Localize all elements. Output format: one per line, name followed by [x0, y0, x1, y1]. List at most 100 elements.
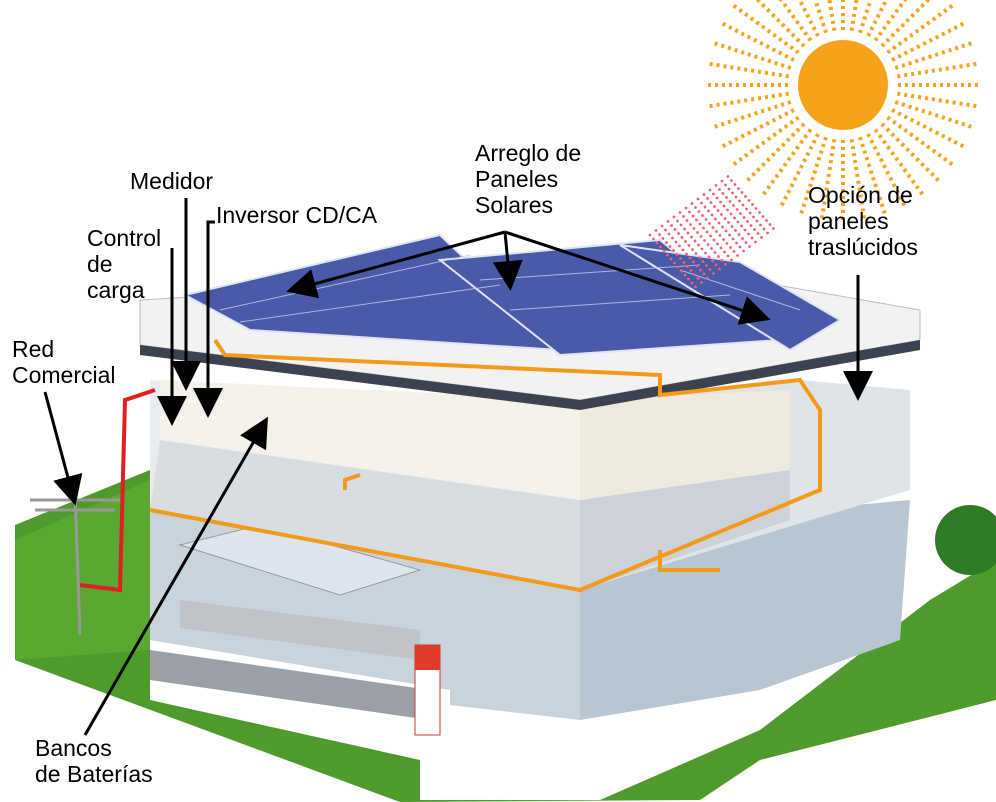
translucent-dot — [726, 254, 730, 258]
translucent-dot — [673, 228, 677, 231]
translucent-dot — [727, 221, 730, 224]
translucent-dot — [753, 228, 756, 231]
label-battery-banks: Bancos de Baterías — [35, 735, 153, 787]
arrow-grid — [43, 391, 83, 506]
sun-ray — [894, 100, 973, 129]
translucent-dot — [745, 207, 748, 211]
translucent-dot — [713, 251, 717, 254]
translucent-dot — [716, 242, 719, 246]
translucent-dot — [714, 184, 718, 187]
translucent-dot — [697, 243, 700, 247]
translucent-dot — [754, 240, 757, 244]
translucent-dot — [720, 179, 724, 183]
translucent-dot — [725, 196, 728, 199]
translucent-dot — [706, 197, 709, 200]
translucent-dot — [702, 272, 706, 276]
translucent-dot — [738, 199, 741, 203]
translucent-dot — [722, 238, 725, 241]
translucent-dot — [694, 285, 697, 289]
translucent-dot — [728, 200, 732, 203]
translucent-dot — [684, 206, 688, 210]
translucent-dot — [710, 247, 713, 250]
translucent-dot — [688, 256, 692, 260]
translucent-dot — [724, 229, 728, 233]
translucent-dot — [655, 241, 659, 245]
translucent-dot — [690, 235, 693, 239]
translucent-dot — [755, 219, 759, 223]
translucent-dot — [758, 211, 761, 214]
translucent-dot — [750, 236, 754, 240]
translucent-dot — [718, 188, 721, 191]
translucent-dot — [682, 215, 685, 218]
translucent-dot — [701, 214, 704, 217]
translucent-dot — [696, 277, 700, 280]
translucent-dot — [738, 245, 742, 249]
translucent-dot — [741, 237, 744, 240]
translucent-dot — [730, 225, 734, 228]
translucent-dot — [686, 265, 689, 268]
translucent-dot — [746, 220, 749, 223]
translucent-dot — [676, 219, 679, 223]
translucent-dot — [713, 205, 716, 208]
translucent-dot — [736, 254, 739, 257]
translucent-dot — [732, 204, 735, 207]
translucent-dot — [670, 224, 673, 227]
translucent-dot — [768, 223, 772, 226]
sun-ray — [746, 122, 806, 182]
translucent-dot — [726, 208, 729, 212]
translucent-dot — [748, 211, 752, 215]
sun-ray — [778, 0, 813, 42]
sun-ray — [721, 21, 795, 62]
sun-ray — [849, 0, 859, 31]
arrow-solar-1 — [286, 230, 506, 299]
translucent-dot — [711, 226, 715, 229]
translucent-dot — [693, 239, 697, 243]
translucent-dot — [700, 281, 703, 284]
translucent-dot — [761, 215, 765, 218]
translucent-dot — [723, 250, 726, 254]
entrance-steps — [150, 650, 430, 720]
translucent-dot — [734, 229, 737, 232]
arrow-inverter — [193, 220, 223, 418]
translucent-dot — [690, 281, 694, 285]
translucent-dot — [661, 237, 665, 240]
translucent-dot — [696, 231, 699, 234]
translucent-dot — [734, 195, 738, 199]
translucent-dot — [695, 218, 698, 222]
translucent-dot — [730, 179, 733, 182]
translucent-dot — [712, 238, 716, 242]
translucent-dot — [730, 258, 733, 262]
translucent-dot — [748, 245, 751, 248]
translucent-dot — [709, 234, 712, 238]
translucent-dot — [707, 209, 710, 213]
translucent-dot — [747, 232, 750, 236]
sun-ray — [897, 61, 977, 79]
sun-icon — [708, 0, 978, 220]
translucent-dot — [749, 224, 753, 227]
translucent-dot — [668, 245, 672, 248]
sun-ray — [891, 108, 965, 149]
grid-wire — [79, 388, 156, 593]
translucent-dot — [715, 230, 718, 233]
translucent-dot — [678, 244, 681, 248]
label-charge-control: Control de carga — [87, 225, 162, 303]
translucent-dot — [676, 265, 680, 269]
sun-ray — [880, 122, 940, 182]
translucent-dot — [659, 245, 662, 249]
arrow-solar-3 — [504, 230, 771, 325]
translucent-dot — [726, 175, 730, 178]
translucent-dot — [735, 208, 739, 211]
translucent-dot — [708, 222, 711, 225]
entrance-canopy — [178, 524, 422, 596]
sun-ray — [827, 0, 837, 31]
translucent-dot — [692, 260, 695, 264]
sun-ray — [713, 100, 792, 129]
sun-ray — [709, 61, 789, 79]
translucent-dot — [695, 264, 699, 268]
translucent-dot — [719, 246, 723, 250]
translucent-dot — [681, 248, 685, 252]
translucent-dot — [714, 263, 718, 267]
translucent-dot — [742, 216, 746, 219]
